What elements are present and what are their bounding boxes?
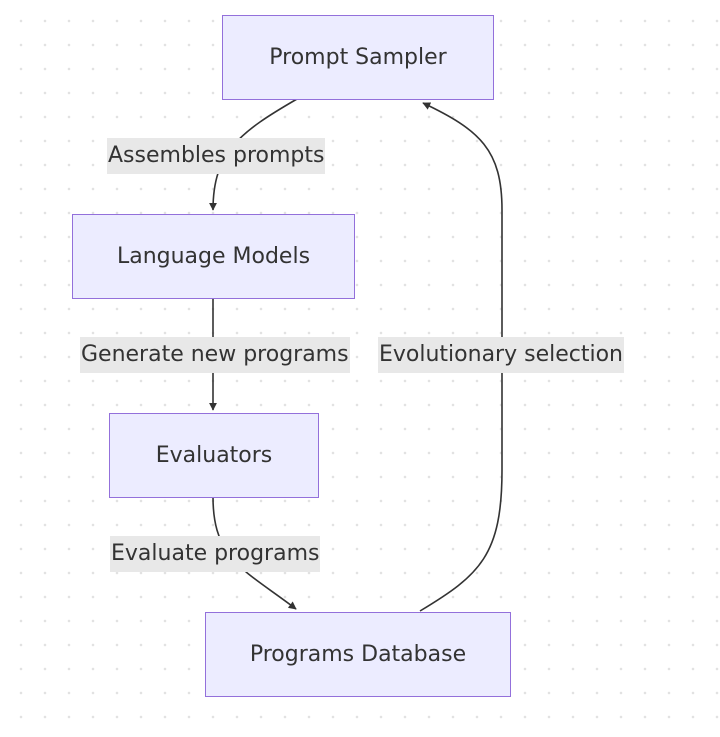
edge-label-evaluate-programs: Evaluate programs (110, 536, 321, 572)
edge-label-assembles-prompts: Assembles prompts (107, 138, 326, 174)
node-language-models: Language Models (72, 214, 355, 299)
node-language-models-label: Language Models (116, 244, 311, 269)
edge-database-to-sampler (419, 102, 503, 612)
edge-label-evolutionary-selection: Evolutionary selection (378, 337, 624, 373)
node-programs-database: Programs Database (205, 612, 511, 697)
node-prompt-sampler: Prompt Sampler (222, 15, 494, 100)
edge-label-generate-new-programs: Generate new programs (80, 337, 350, 373)
node-prompt-sampler-label: Prompt Sampler (269, 45, 447, 70)
node-evaluators: Evaluators (109, 413, 319, 498)
node-evaluators-label: Evaluators (155, 443, 273, 468)
node-programs-database-label: Programs Database (249, 642, 467, 667)
